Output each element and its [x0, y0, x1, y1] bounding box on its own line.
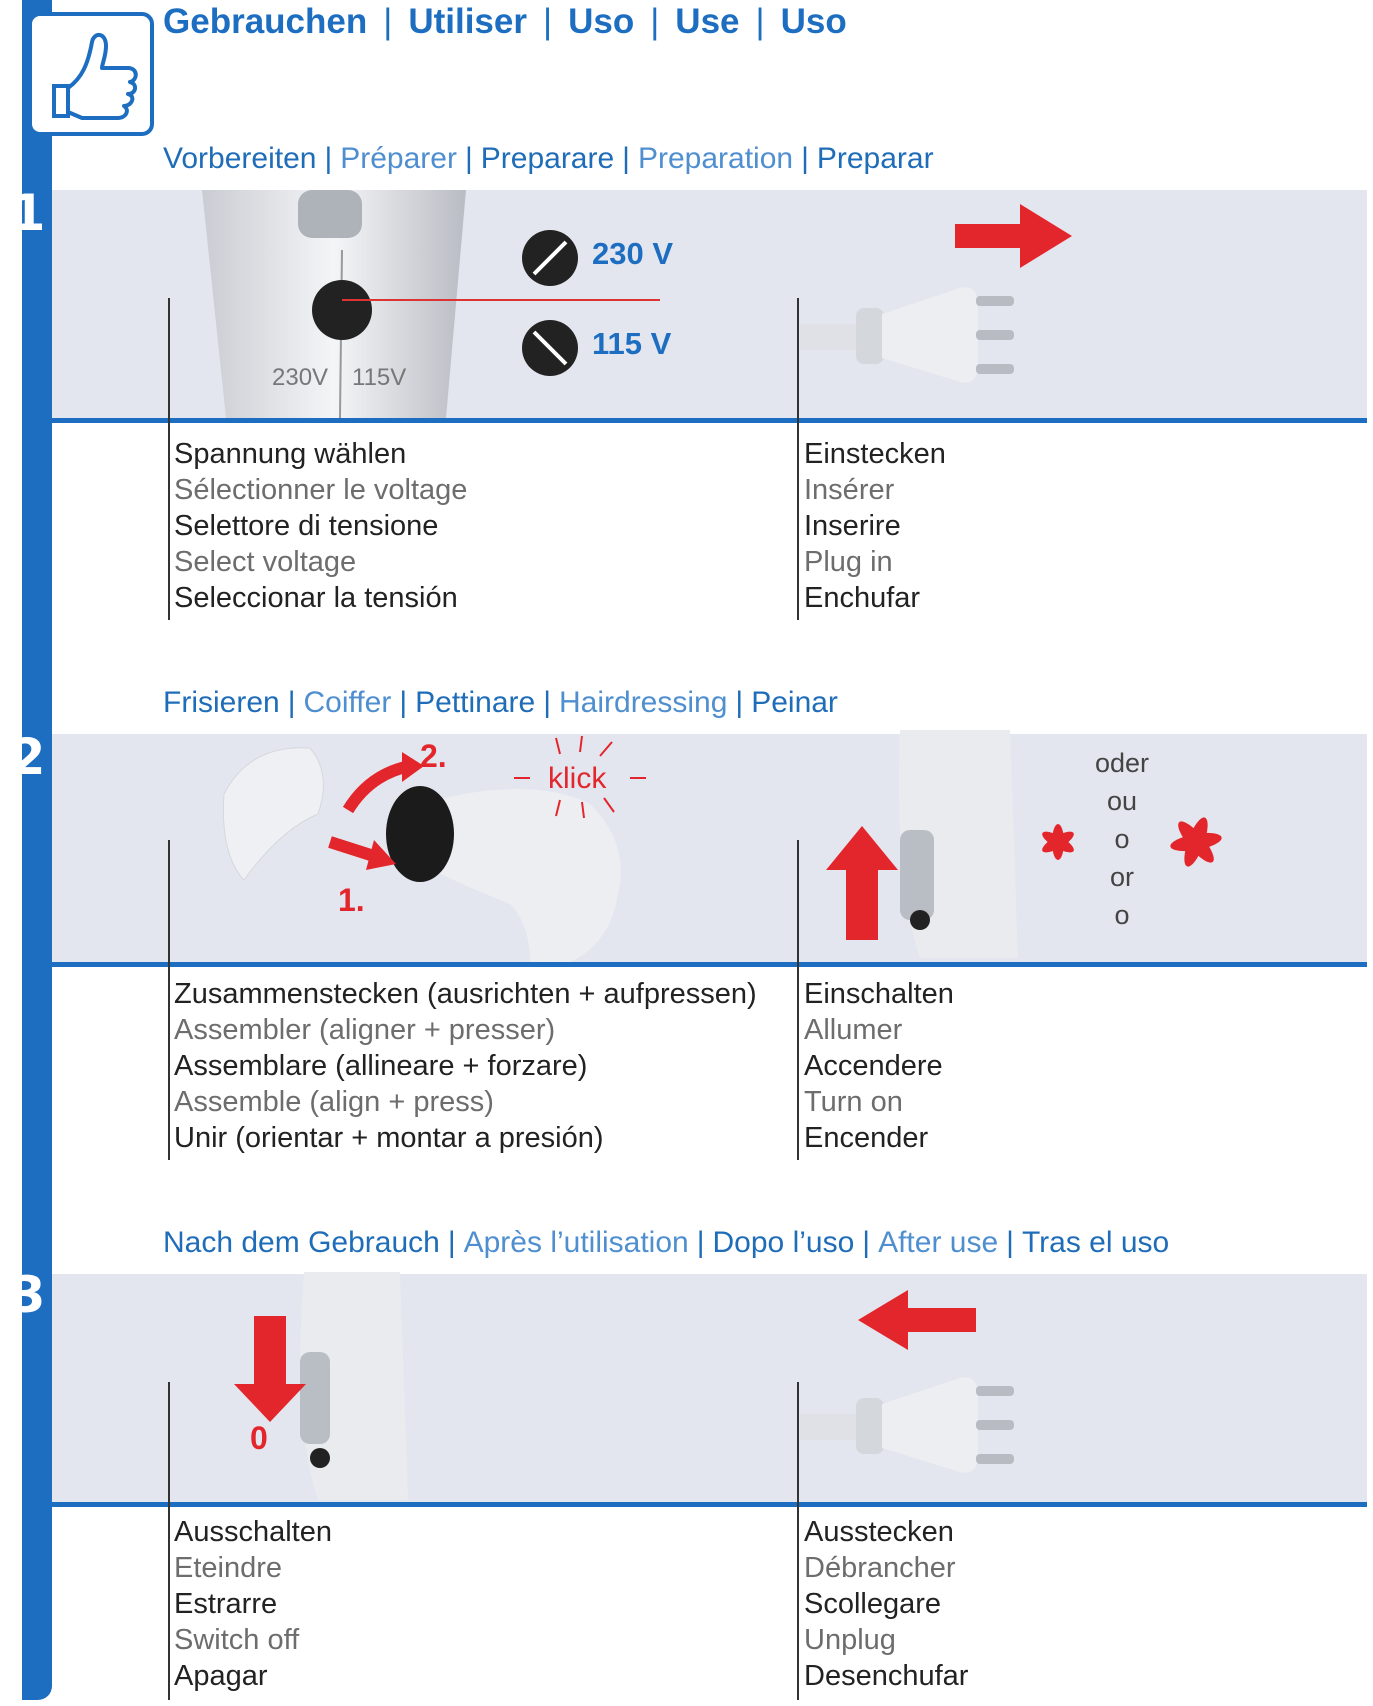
- alt-es: o: [1114, 900, 1130, 930]
- unplug-illustration: [800, 1290, 1014, 1473]
- heading-en: After use: [878, 1226, 999, 1259]
- title-de: Gebrauchen: [163, 2, 368, 41]
- caption-rule: [797, 1382, 799, 1700]
- caption-line-it: Inserire: [804, 510, 901, 542]
- caption-line-fr: Eteindre: [174, 1552, 283, 1584]
- alt-de: oder: [1094, 748, 1150, 778]
- off-position-label: 0: [250, 1420, 268, 1456]
- caption-line-es: Encender: [804, 1122, 929, 1154]
- heading-es: Preparar: [816, 142, 934, 175]
- alternative-list: oder ou o or o: [1082, 744, 1162, 934]
- switch-label-230: 230V: [272, 364, 329, 391]
- caption-line-en: Turn on: [804, 1086, 903, 1118]
- step-number-2: 2: [10, 728, 46, 786]
- nozzle-assembly-illustration: [222, 735, 646, 962]
- caption-line-en: Unplug: [804, 1624, 896, 1656]
- caption-line-en: Switch off: [174, 1624, 300, 1656]
- caption-rule: [168, 840, 170, 1160]
- band-divider: [52, 418, 1367, 423]
- caption-assemble: Zusammenstecken (ausrichten + aufpressen…: [174, 976, 757, 1156]
- title-it: Uso: [568, 2, 635, 41]
- heading-fr: Après l’utilisation: [463, 1226, 689, 1259]
- heading-fr: Préparer: [340, 142, 457, 175]
- section-heading-2: Frisieren|Coiffer|Pettinare|Hairdressing…: [163, 686, 838, 719]
- caption-line-en: Select voltage: [174, 546, 357, 578]
- caption-unplug: Ausstecken Débrancher Scollegare Unplug …: [804, 1514, 968, 1694]
- title-separator: |: [650, 2, 660, 41]
- caption-line-es: Enchufar: [804, 582, 921, 614]
- heading-es: Peinar: [751, 686, 838, 719]
- caption-turn-on: Einschalten Allumer Accendere Turn on En…: [804, 976, 954, 1156]
- caption-line-fr: Assembler (aligner + presser): [174, 1014, 556, 1046]
- title-en: Use: [675, 2, 740, 41]
- caption-line-it: Selettore di tensione: [174, 510, 439, 542]
- heading-it: Pettinare: [415, 686, 536, 719]
- caption-line-it: Estrarre: [174, 1588, 278, 1620]
- sidebar-bar: [22, 0, 52, 1700]
- caption-plug-in: Einstecken Insérer Inserire Plug in Ench…: [804, 436, 946, 616]
- caption-select-voltage: Spannung wählen Sélectionner le voltage …: [174, 436, 467, 616]
- heading-de: Vorbereiten: [163, 142, 317, 175]
- alt-it: o: [1114, 824, 1130, 854]
- logo-box: [28, 12, 154, 136]
- section-heading-3: Nach dem Gebrauch|Après l’utilisation|Do…: [163, 1226, 1170, 1259]
- caption-line-es: Unir (orientar + montar a presión): [174, 1122, 604, 1154]
- switch-on-illustration: [826, 730, 1222, 958]
- caption-line-de: Spannung wählen: [174, 438, 407, 470]
- caption-switch-off: Ausschalten Eteindre Estrarre Switch off…: [174, 1514, 332, 1694]
- voltage-label-115: 115 V: [592, 326, 672, 361]
- caption-line-en: Plug in: [804, 546, 893, 578]
- switch-label-115: 115V: [352, 364, 407, 391]
- page-title: Gebrauchen | Utiliser | Uso | Use | Uso: [163, 2, 847, 42]
- switch-off-illustration: [234, 1272, 408, 1500]
- caption-line-de: Zusammenstecken (ausrichten + aufpressen…: [174, 978, 757, 1010]
- caption-line-it: Accendere: [804, 1050, 943, 1082]
- caption-line-es: Apagar: [174, 1660, 268, 1692]
- caption-line-fr: Débrancher: [804, 1552, 956, 1584]
- heading-es: Tras el uso: [1021, 1226, 1170, 1259]
- title-es: Uso: [780, 2, 847, 41]
- title-fr: Utiliser: [408, 2, 527, 41]
- caption-rule: [797, 840, 799, 1160]
- caption-line-it: Assemblare (allineare + forzare): [174, 1050, 588, 1082]
- caption-line-de: Ausstecken: [804, 1516, 954, 1548]
- voltage-label-230: 230 V: [592, 236, 674, 271]
- step-number-3: 3: [10, 1266, 46, 1324]
- heading-de: Frisieren: [163, 686, 280, 719]
- thumbs-up-icon: [52, 33, 138, 120]
- voltage-switch-illustration: [202, 190, 660, 419]
- caption-rule: [168, 298, 170, 620]
- caption-line-it: Scollegare: [804, 1588, 942, 1620]
- step-number-1: 1: [10, 184, 46, 242]
- caption-line-de: Einstecken: [804, 438, 946, 470]
- alt-fr: ou: [1106, 786, 1138, 816]
- alt-en: or: [1109, 862, 1134, 892]
- caption-line-es: Desenchufar: [804, 1660, 969, 1692]
- caption-line-de: Einschalten: [804, 978, 954, 1010]
- plug-in-illustration: [800, 204, 1072, 383]
- heading-de: Nach dem Gebrauch: [163, 1226, 440, 1259]
- caption-line-fr: Sélectionner le voltage: [174, 474, 468, 506]
- click-label: klick: [548, 762, 607, 795]
- step-marker-2: 2.: [420, 738, 447, 774]
- caption-line-de: Ausschalten: [174, 1516, 332, 1548]
- section-heading-1: Vorbereiten|Préparer|Preparare|Preparati…: [163, 142, 934, 175]
- heading-it: Dopo l’uso: [712, 1226, 855, 1259]
- heading-fr: Coiffer: [303, 686, 392, 719]
- heading-en: Hairdressing: [559, 686, 728, 719]
- heading-en: Preparation: [637, 142, 794, 175]
- band-divider: [52, 1502, 1367, 1507]
- title-separator: |: [542, 2, 553, 41]
- caption-line-en: Assemble (align + press): [174, 1086, 494, 1118]
- caption-rule: [797, 298, 799, 620]
- heading-it: Preparare: [480, 142, 615, 175]
- title-separator: |: [383, 2, 393, 41]
- caption-line-fr: Insérer: [804, 474, 895, 506]
- caption-line-es: Seleccionar la tensión: [174, 582, 458, 614]
- caption-line-fr: Allumer: [804, 1014, 903, 1046]
- step-marker-1: 1.: [338, 882, 365, 918]
- title-separator: |: [755, 2, 765, 41]
- band-divider: [52, 962, 1367, 967]
- caption-rule: [168, 1382, 170, 1700]
